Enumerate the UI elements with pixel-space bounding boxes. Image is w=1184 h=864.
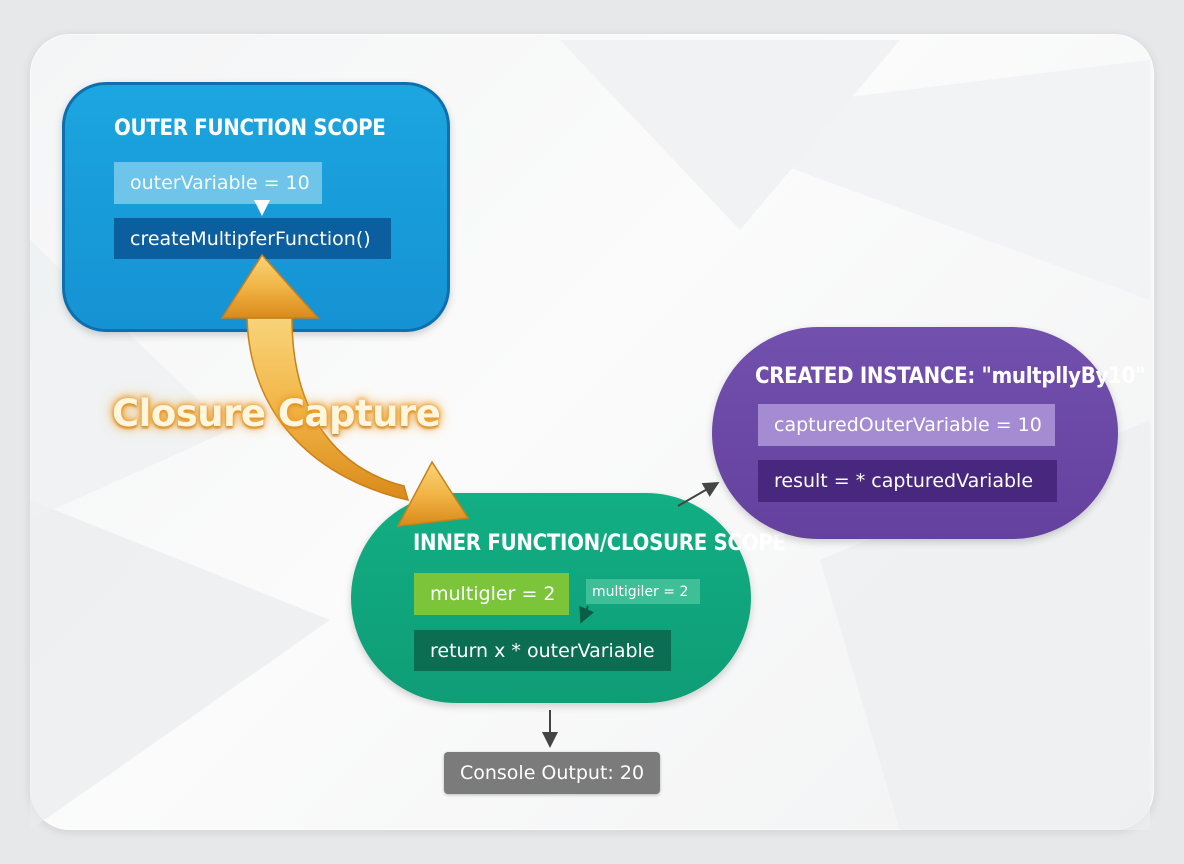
captured-variable-chip: capturedOuterVariable = 10 (758, 404, 1055, 446)
console-output-box: Console Output: 20 (444, 752, 660, 794)
multiplier-chip: multigler = 2 (414, 573, 569, 615)
outer-scope-title: OUTER FUNCTION SCOPE (114, 116, 386, 141)
create-function-chip: createMultipferFunction() (114, 218, 391, 259)
outer-variable-chip: outerVariable = 10 (114, 162, 322, 204)
inner-scope-title: INNER FUNCTION/CLOSURE SCOPE (413, 531, 786, 556)
instance-title: CREATED INSTANCE: "multpllyBy10" (755, 364, 1146, 389)
return-statement-chip: return x * outerVariable (414, 630, 671, 671)
closure-capture-arrow (220, 253, 470, 527)
closure-capture-label: Closure Capture (112, 392, 441, 435)
result-chip: result = * capturedVariable (758, 460, 1057, 502)
inner-to-instance-arrow (677, 481, 720, 507)
multiplier-small-arrow (579, 605, 595, 624)
multiplier-small-chip: multigiler = 2 (586, 579, 700, 604)
